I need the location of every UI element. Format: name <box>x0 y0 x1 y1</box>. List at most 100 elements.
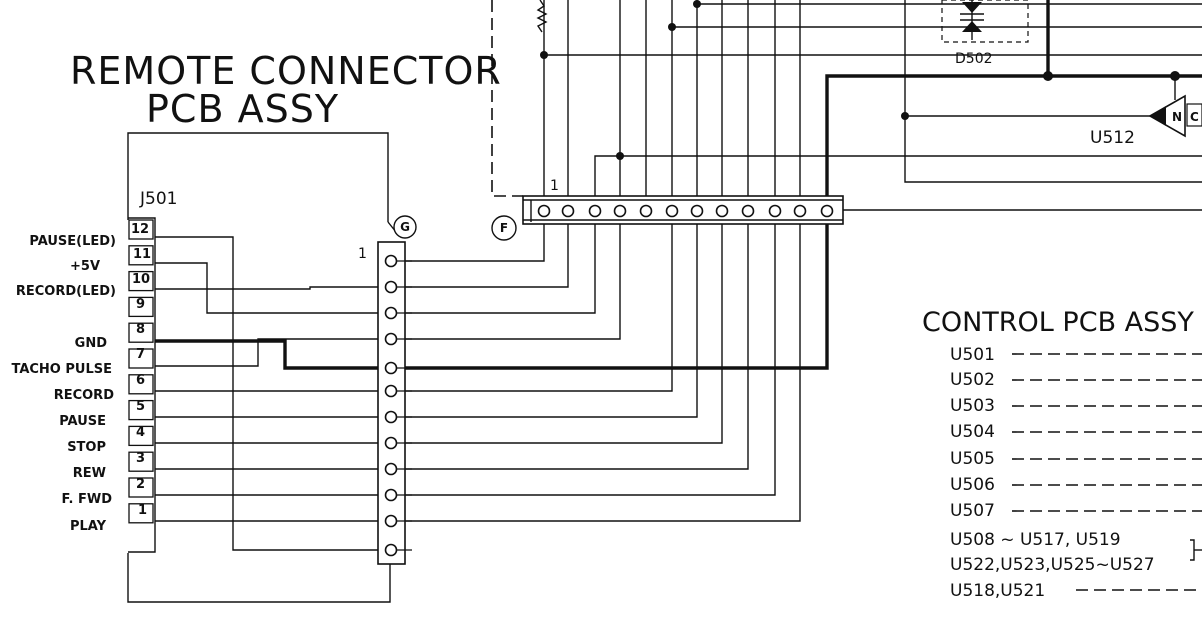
ic-row: U504 <box>950 422 995 442</box>
f-marker <box>491 215 517 241</box>
title-line2: PCB ASSY <box>146 87 339 131</box>
connector-hole <box>384 436 398 450</box>
connector-hole <box>384 488 398 502</box>
connector-hole <box>639 204 653 218</box>
control-list-leaders <box>1012 353 1202 591</box>
f-marker-label: F <box>500 221 508 235</box>
connector-hole <box>820 204 834 218</box>
pin1-left-marker: 1 <box>358 246 367 262</box>
upper-wiring <box>491 0 1202 211</box>
d502-label: D502 <box>955 51 993 67</box>
connector-hole <box>384 410 398 424</box>
label-play: PLAY <box>70 519 107 534</box>
pin-number: 10 <box>132 272 150 287</box>
pin-number: 5 <box>136 399 145 414</box>
connector-hole <box>384 332 398 346</box>
j501-pin-tab <box>128 296 154 318</box>
j501-wires <box>155 236 378 551</box>
connector-hole <box>690 204 704 218</box>
g-marker-label: G <box>400 220 410 234</box>
connector-hole <box>384 361 398 375</box>
j501-pin-tab <box>128 477 154 498</box>
connector-hole <box>384 514 398 528</box>
connector-hole <box>715 204 729 218</box>
ic-row: U502 <box>950 370 995 390</box>
horizontal-connector-holes <box>530 200 834 222</box>
pin-number: 4 <box>136 425 145 440</box>
control-ic-list: U501 U502 U503 U504 U505 U506 U507 U508 … <box>950 345 1155 601</box>
j501-pin-tab <box>128 451 154 472</box>
u512-pin-c: C <box>1190 110 1199 124</box>
u512-label: U512 <box>1090 128 1135 148</box>
remote-pcb-outline <box>127 132 391 603</box>
signal-labels: PAUSE(LED) +5V RECORD(LED) GND TACHO PUL… <box>11 234 116 534</box>
connector-hole <box>588 204 602 218</box>
j501-pin-tab <box>128 270 154 292</box>
j501-pin-tab <box>128 425 154 447</box>
pin-number: 8 <box>136 322 145 337</box>
j501-pin-tab <box>128 245 154 266</box>
label-tacho-pulse: TACHO PULSE <box>11 362 112 377</box>
ic-row: U506 <box>950 475 995 495</box>
u512-pin-n: N <box>1172 110 1182 124</box>
ic-row: U501 <box>950 345 995 365</box>
connector-hole <box>384 306 398 320</box>
pin-number: 9 <box>136 297 145 312</box>
j501-pin-tab <box>128 503 154 524</box>
title-line1: REMOTE CONNECTOR <box>70 49 502 93</box>
ic-row: U508 ~ U517, U519 <box>950 530 1121 550</box>
connector-hole <box>537 204 551 218</box>
pin-number: 7 <box>136 347 145 362</box>
connector-hole <box>384 384 398 398</box>
label-record-led: RECORD(LED) <box>16 284 116 299</box>
vertical-connector-holes <box>384 254 412 557</box>
label-gnd: GND <box>75 336 108 351</box>
pin-number: 11 <box>133 247 151 262</box>
pin-number: 6 <box>136 373 145 388</box>
j501-ref: J501 <box>139 189 177 209</box>
label-5v: +5V <box>70 259 100 274</box>
bus-wires <box>405 74 1202 522</box>
ic-row: U503 <box>950 396 995 416</box>
connector-hole <box>613 204 627 218</box>
d502-diode-pair <box>941 0 1029 43</box>
j501-pin-tab <box>128 348 154 369</box>
j501-pin-tab <box>128 374 154 395</box>
ic-row: U507 <box>950 501 995 521</box>
label-pause-led: PAUSE(LED) <box>29 234 116 249</box>
connector-hole <box>768 204 782 218</box>
connector-hole <box>665 204 679 218</box>
pin-number: 12 <box>131 222 149 237</box>
pin-number: 3 <box>136 451 145 466</box>
pin-number: 2 <box>136 477 145 492</box>
ic-row: U505 <box>950 449 995 469</box>
label-ffwd: F. FWD <box>62 492 113 507</box>
pin1-right-marker: 1 <box>550 178 559 194</box>
junction-dots <box>540 0 1180 160</box>
j501-pin-tab <box>128 322 154 343</box>
j501-pin-tab <box>128 399 154 421</box>
connector-hole <box>561 204 575 218</box>
j501-pin-tabs <box>128 219 154 524</box>
vertical-connector <box>377 241 406 565</box>
label-rew: REW <box>73 466 106 481</box>
g-marker <box>393 215 417 239</box>
u512-gate <box>1148 76 1202 138</box>
label-pause: PAUSE <box>59 414 106 429</box>
pin-number: 1 <box>138 503 147 518</box>
j501-connector <box>128 217 156 553</box>
ic-row: U518,U521 <box>950 581 1045 601</box>
label-record: RECORD <box>54 388 114 403</box>
connector-hole <box>384 462 398 476</box>
connector-hole <box>793 204 807 218</box>
connector-hole <box>384 543 398 557</box>
j501-pin-tab <box>128 219 154 240</box>
label-stop: STOP <box>67 440 106 455</box>
control-pcb-title: CONTROL PCB ASSY <box>922 307 1194 338</box>
connector-hole <box>384 280 398 294</box>
connector-hole <box>741 204 755 218</box>
ic-row: U522,U523,U525~U527 <box>950 555 1155 575</box>
j501-pin-numbers: 12 11 10 9 8 7 6 5 4 3 2 1 <box>131 222 151 518</box>
connector-hole <box>384 254 398 268</box>
